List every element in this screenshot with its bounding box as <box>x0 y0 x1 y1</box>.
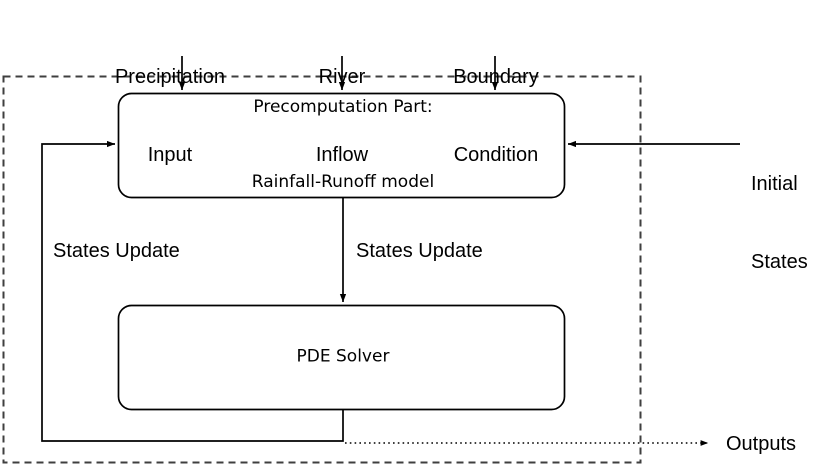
label-boundary-condition-line1: Boundary <box>453 66 539 88</box>
label-initial-states-line1: Initial <box>751 173 798 195</box>
label-river-inflow-line1: River <box>318 66 366 88</box>
label-river-inflow-line2: Inflow <box>315 144 369 166</box>
label-boundary-condition-line2: Condition <box>453 144 539 166</box>
system-boundary-rect <box>2 75 642 464</box>
label-precipitation-input: Precipitation Input <box>55 12 285 220</box>
label-initial-states-line2: States <box>751 251 808 273</box>
label-outputs: Outputs <box>726 433 797 455</box>
states-update-feedback-arrow <box>41 140 344 442</box>
precomputation-box-text: Precomputation Part: Rainfall-Runoff mod… <box>133 45 553 245</box>
label-states-update-left: States Update <box>53 240 180 262</box>
pde-solver-box-text: PDE Solver <box>133 295 553 420</box>
precomputation-box-text-line2: Rainfall-Runoff model <box>251 172 435 192</box>
precomputation-box[interactable] <box>117 92 566 199</box>
label-states-update-center: States Update <box>356 240 483 262</box>
pde-solver-box-text-line1: PDE Solver <box>296 346 390 367</box>
pde-solver-box[interactable] <box>117 304 566 411</box>
label-precipitation-input-line1: Precipitation <box>114 66 226 88</box>
label-precipitation-input-line2: Input <box>147 144 193 166</box>
precomputation-box-text-line1: Precomputation Part: <box>253 97 433 117</box>
label-boundary-condition: Boundary Condition <box>396 12 596 220</box>
label-initial-states: Initial States <box>751 119 808 327</box>
label-river-inflow: River Inflow <box>262 12 422 220</box>
